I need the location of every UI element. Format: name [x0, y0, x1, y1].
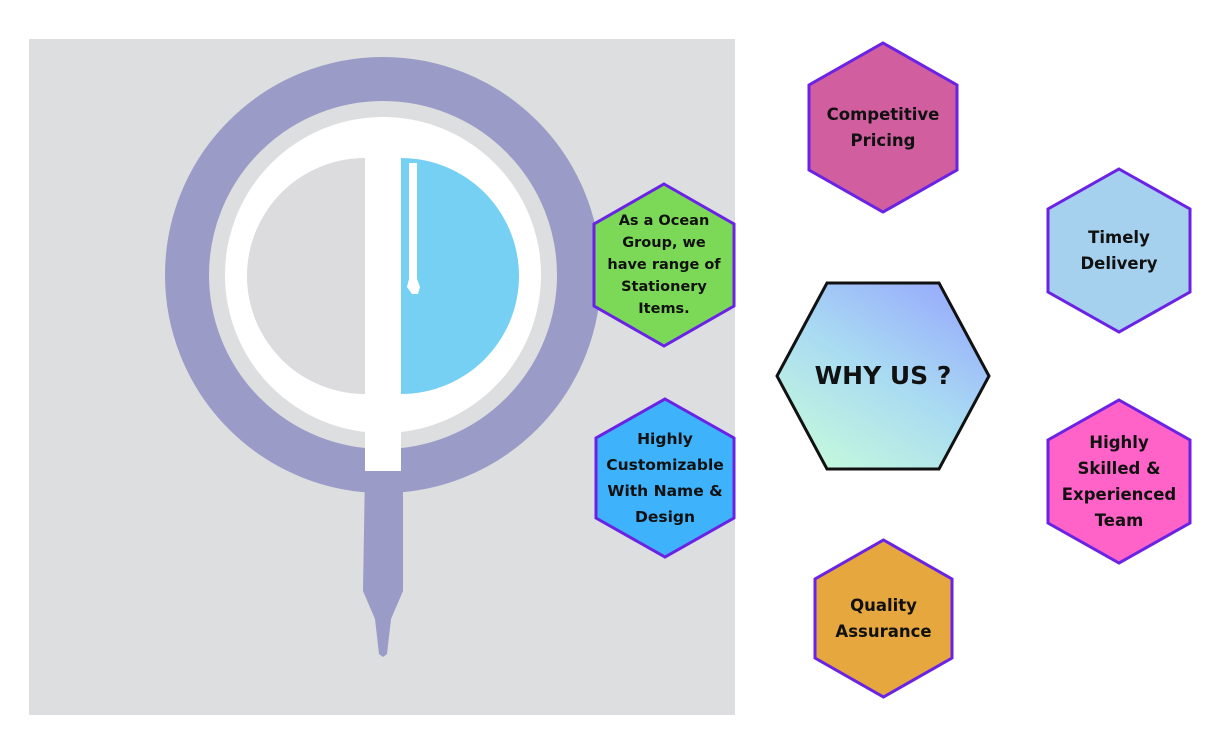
hex-shape [1046, 398, 1192, 565]
logo-blue-half [401, 158, 519, 394]
logo-panel [29, 39, 735, 715]
logo-grey-half [247, 158, 365, 394]
hex-shape [813, 538, 954, 699]
center-hex-shape [775, 281, 991, 471]
why-us-hexagon: WHY US ? [775, 281, 991, 471]
ocean-group-logo [165, 57, 601, 657]
hex-shape [592, 182, 736, 348]
logo-pen-clip [407, 163, 420, 294]
why-us-title: WHY US ? [814, 361, 952, 390]
hex-shape [807, 41, 959, 214]
hex-shape [1046, 167, 1192, 334]
logo-center-bar [365, 149, 401, 471]
hex-shape [594, 397, 736, 559]
logo-pen-nib [363, 469, 403, 657]
